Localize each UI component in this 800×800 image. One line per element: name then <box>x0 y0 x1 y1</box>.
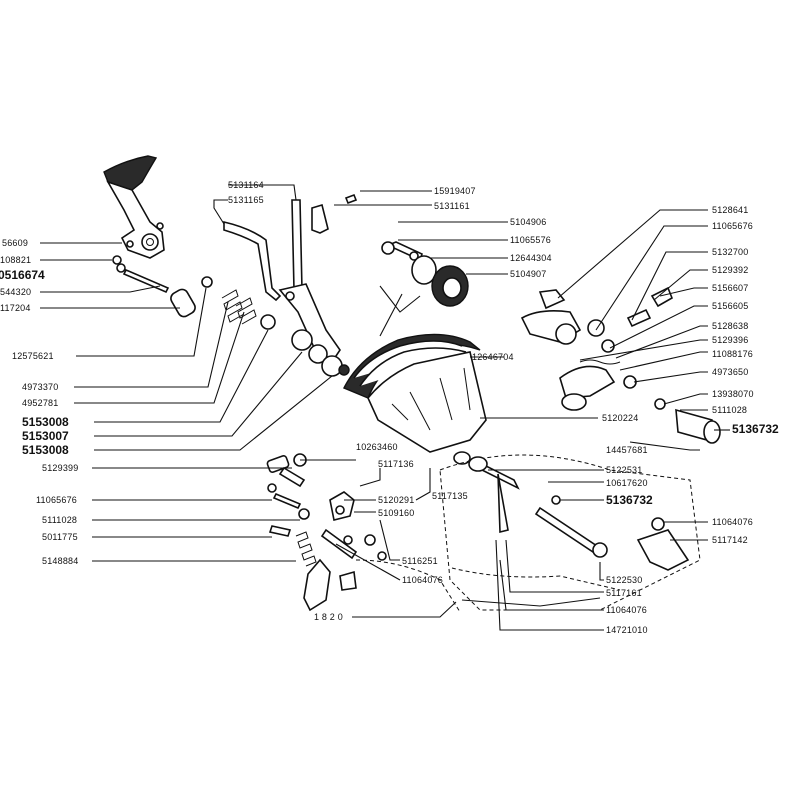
label-108821: 108821 <box>0 255 31 265</box>
label-5111028-b: 5111028 <box>712 405 747 415</box>
label-117204: 117204 <box>0 303 31 313</box>
label-5153008-b: 5153008 <box>22 443 69 457</box>
label-5129392: 5129392 <box>712 265 748 275</box>
screw-15919407 <box>344 193 358 205</box>
label-14721010: 14721010 <box>606 625 648 635</box>
lower-housing <box>439 454 701 611</box>
label-5148884: 5148884 <box>42 556 78 566</box>
linkage-arm <box>278 283 350 377</box>
label-11064076-a: 11064076 <box>402 575 443 585</box>
label-5131165: 5131165 <box>228 195 264 205</box>
label-4973650: 4973650 <box>712 367 748 377</box>
label-5128638: 5128638 <box>712 321 748 331</box>
label-11065676-b: 11065676 <box>712 221 753 231</box>
parts-drawing <box>103 155 721 613</box>
nut-0516674 <box>116 263 126 273</box>
label-5122531: 5122531 <box>606 465 642 475</box>
label-0516674: 0516674 <box>0 268 45 282</box>
nut-12575621 <box>201 276 213 288</box>
spring-4952781 <box>235 297 257 325</box>
label-1820: 1 8 2 0 <box>314 612 343 622</box>
label-5153008-a: 5153008 <box>22 415 69 429</box>
label-11088176: 11088176 <box>712 349 753 359</box>
label-5128641: 5128641 <box>712 205 748 215</box>
label-11065676-a: 11065676 <box>36 495 77 505</box>
label-12646704: 12646704 <box>472 352 514 362</box>
label-5120224: 5120224 <box>602 413 638 423</box>
label-10617620: 10617620 <box>606 478 648 488</box>
label-12575621: 12575621 <box>12 351 54 361</box>
label-11064076-c: 11064076 <box>606 605 647 615</box>
label-5131164: 5131164 <box>228 180 264 190</box>
label-5104906: 5104906 <box>510 217 546 227</box>
label-5117135: 5117135 <box>432 491 468 501</box>
label-15919407: 15919407 <box>434 186 476 196</box>
label-5131161: 5131161 <box>434 201 470 211</box>
label-5117161: 5117161 <box>606 588 642 598</box>
shift-gate-12646704 <box>343 333 487 465</box>
cap-5131161 <box>311 203 329 234</box>
label-56609: 56609 <box>2 238 28 248</box>
label-5129399: 5129399 <box>42 463 78 473</box>
lower-left-components <box>266 453 461 613</box>
label-12644304: 12644304 <box>510 253 552 263</box>
label-5104907: 5104907 <box>510 269 546 279</box>
spring-4973370 <box>221 289 245 323</box>
washer-spring <box>260 314 276 330</box>
gear-assembly <box>381 241 469 307</box>
label-11064076-b: 11064076 <box>712 517 753 527</box>
label-544320: 544320 <box>0 287 31 297</box>
left-bracket <box>103 155 165 259</box>
label-5136732-a: 5136732 <box>732 422 779 436</box>
label-5109160: 5109160 <box>378 508 414 518</box>
label-5156605: 5156605 <box>712 301 748 311</box>
label-4973370: 4973370 <box>22 382 58 392</box>
label-5153007: 5153007 <box>22 429 69 443</box>
label-5117136: 5117136 <box>378 459 414 469</box>
lever-5131165 <box>223 220 282 302</box>
label-5111028-a: 5111028 <box>42 515 77 525</box>
label-11065576: 11065576 <box>510 235 551 245</box>
bushing-117204 <box>170 288 196 318</box>
label-5116251: 5116251 <box>402 556 438 566</box>
label-4952781: 4952781 <box>22 398 58 408</box>
label-5129396: 5129396 <box>712 335 748 345</box>
washer-108821 <box>112 255 122 265</box>
label-5136732-b: 5136732 <box>606 493 653 507</box>
selector-mechanism <box>520 286 721 444</box>
part-labels: 56609 108821 0516674 544320 117204 12575… <box>0 180 779 635</box>
label-5156607: 5156607 <box>712 283 748 293</box>
leader-lines <box>40 184 730 631</box>
label-5132700: 5132700 <box>712 247 748 257</box>
label-5122530: 5122530 <box>606 575 642 585</box>
label-5120291: 5120291 <box>378 495 414 505</box>
rod-5131164 <box>291 199 303 291</box>
label-10263460: 10263460 <box>356 442 398 452</box>
label-14457681: 14457681 <box>606 445 648 455</box>
label-5117142: 5117142 <box>712 535 748 545</box>
label-13938070: 13938070 <box>712 389 754 399</box>
label-5011775: 5011775 <box>42 532 78 542</box>
